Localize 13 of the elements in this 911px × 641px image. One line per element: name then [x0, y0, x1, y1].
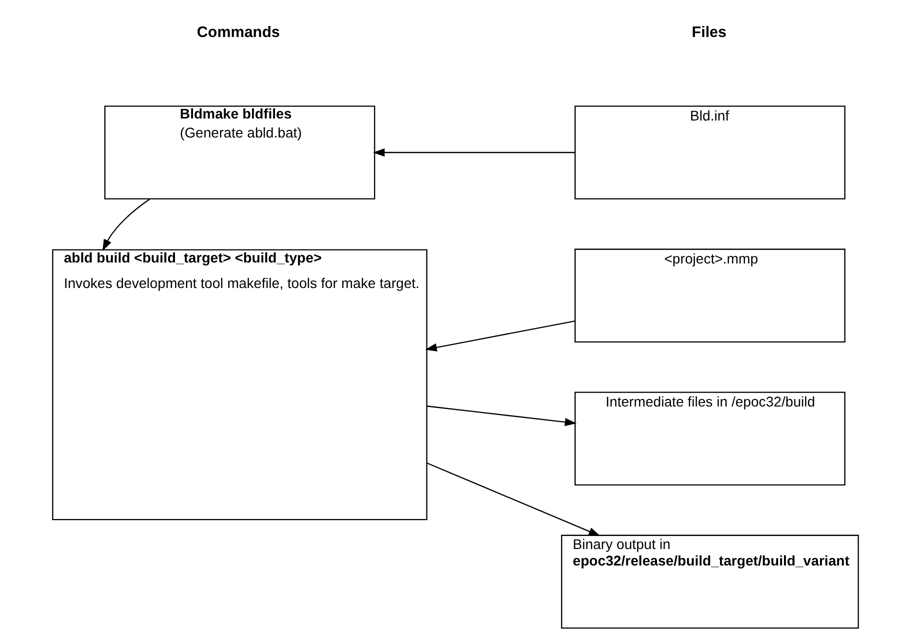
- arrow: [426, 462, 600, 536]
- node-box: Bld.inf: [574, 106, 846, 200]
- label: Commands: [196, 24, 280, 41]
- arrow: [425, 320, 575, 352]
- node-box: Binary output in epoc32/release/build_target/build_variant: [561, 534, 859, 629]
- node-box: Bldmake bldfiles (Generate abld.bat): [104, 106, 376, 200]
- arrow: [372, 148, 575, 157]
- arrow: [102, 198, 150, 252]
- node-box: abld build <build_target> <build_type> Invokes development tool makefile, tools for make target.: [52, 249, 428, 520]
- label: Files: [692, 24, 727, 41]
- arrow: [426, 406, 577, 426]
- node-box: Intermediate files in /epoc32/build: [574, 392, 846, 486]
- node-box: <project>.mmp: [574, 248, 846, 342]
